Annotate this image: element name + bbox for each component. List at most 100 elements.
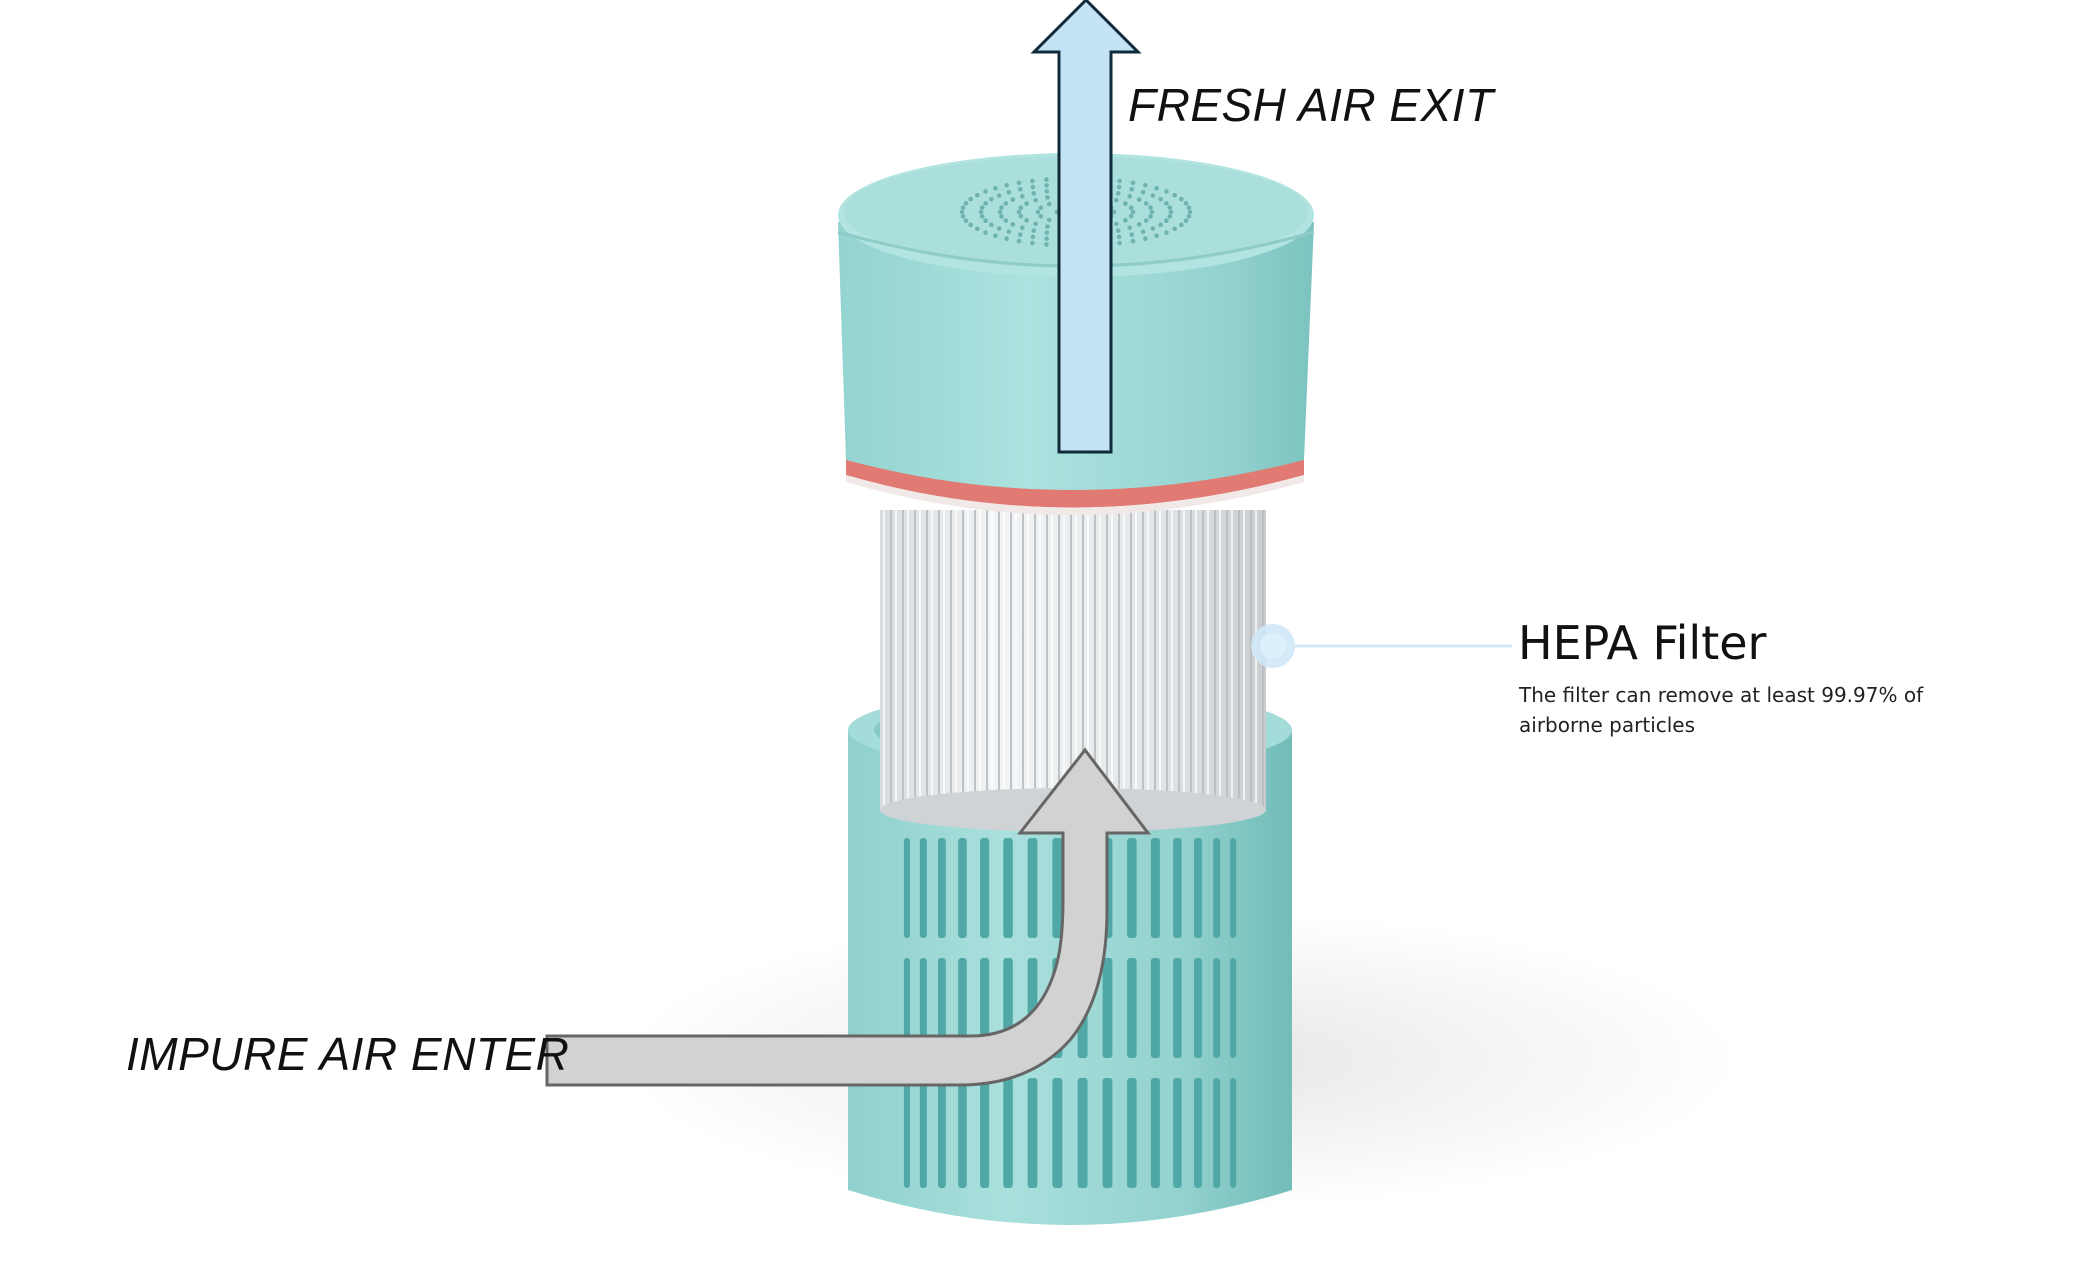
- vent-hole: [999, 205, 1004, 210]
- vent-hole: [1010, 222, 1016, 227]
- vent-hole: [1164, 189, 1169, 194]
- vent-hole: [1158, 197, 1163, 202]
- vent-hole: [1115, 191, 1121, 196]
- vent-hole: [999, 214, 1004, 219]
- vent-hole: [1158, 222, 1163, 227]
- vent-hole: [1046, 217, 1052, 223]
- intake-slot: [1027, 838, 1038, 938]
- intake-slot: [1194, 838, 1202, 938]
- intake-slot: [1194, 958, 1202, 1058]
- vent-hole: [979, 205, 985, 210]
- vent-hole: [1018, 205, 1024, 210]
- intake-slot: [1173, 958, 1182, 1058]
- vent-hole: [1017, 187, 1023, 192]
- intake-slot: [1230, 838, 1237, 938]
- intake-slot: [980, 958, 990, 1058]
- vent-hole: [1186, 214, 1192, 219]
- vent-hole: [1020, 193, 1025, 199]
- vent-hole: [1136, 222, 1142, 227]
- vent-hole: [1111, 209, 1117, 215]
- intake-slot: [1127, 958, 1137, 1058]
- vent-hole: [1116, 234, 1122, 240]
- vent-hole: [983, 201, 988, 206]
- vent-hole: [1183, 201, 1189, 206]
- intake-slot: [1003, 838, 1013, 938]
- intake-slot: [1194, 1078, 1202, 1188]
- intake-slot: [1213, 958, 1221, 1058]
- vent-hole: [1143, 236, 1148, 241]
- intake-slot: [938, 1078, 946, 1188]
- vent-hole: [1150, 193, 1156, 198]
- vent-hole: [963, 201, 969, 206]
- intake-slot: [1213, 1078, 1221, 1188]
- vent-hole: [1172, 226, 1177, 232]
- vent-hole: [1006, 229, 1012, 235]
- vent-hole: [1123, 218, 1128, 223]
- intake-slot: [938, 838, 946, 938]
- intake-slot: [1213, 838, 1221, 938]
- vent-hole: [983, 189, 988, 194]
- vent-hole: [1183, 218, 1189, 223]
- vent-hole: [960, 214, 966, 219]
- vent-hole: [1187, 209, 1193, 215]
- hepa-filter: [880, 510, 1266, 832]
- vent-hole: [1031, 228, 1037, 233]
- vent-hole: [1129, 187, 1135, 192]
- intake-slot: [1077, 1078, 1088, 1188]
- vent-hole: [1128, 205, 1134, 210]
- intake-slot: [980, 838, 990, 938]
- vent-hole: [1114, 197, 1119, 203]
- intake-slot: [903, 1078, 910, 1188]
- vent-hole: [989, 222, 994, 227]
- vent-hole: [1044, 189, 1050, 194]
- vent-hole: [983, 218, 988, 223]
- vent-hole: [1044, 242, 1049, 247]
- vent-hole: [997, 209, 1003, 215]
- intake-slot: [1127, 838, 1137, 938]
- vent-hole: [1130, 238, 1136, 244]
- intake-slot: [1102, 958, 1113, 1058]
- vent-hole: [1127, 225, 1132, 231]
- vent-hole: [1020, 225, 1025, 231]
- vent-hole: [1127, 193, 1132, 199]
- vent-hole: [1167, 205, 1173, 210]
- vent-hole: [1031, 191, 1037, 196]
- intake-slot: [980, 1078, 990, 1188]
- vent-hole: [1140, 229, 1146, 235]
- vent-hole: [1046, 201, 1052, 207]
- intake-slot: [1052, 838, 1063, 938]
- vent-hole: [1130, 180, 1136, 186]
- intake-slot: [903, 958, 910, 1058]
- vent-hole: [996, 193, 1002, 198]
- vent-hole: [968, 222, 973, 228]
- vent-hole: [1030, 240, 1035, 246]
- vent-hole: [1154, 185, 1159, 191]
- intake-slot: [903, 838, 910, 938]
- vent-hole: [979, 214, 985, 219]
- vent-hole: [1003, 201, 1009, 206]
- intake-slot: [1230, 1078, 1237, 1188]
- intake-slot: [1173, 1078, 1182, 1188]
- vent-hole: [1030, 234, 1036, 240]
- vent-hole: [1116, 184, 1122, 190]
- vent-hole: [1016, 180, 1022, 186]
- vent-hole: [1129, 232, 1135, 237]
- vent-hole: [968, 196, 973, 202]
- intake-slot: [958, 838, 967, 938]
- vent-hole: [1030, 184, 1036, 190]
- intake-slot: [919, 958, 927, 1058]
- vent-hole: [1143, 183, 1148, 188]
- vent-hole: [1130, 209, 1136, 215]
- vent-hole: [1024, 201, 1029, 206]
- vent-hole: [1024, 218, 1029, 223]
- vent-hole: [1154, 233, 1159, 239]
- vent-hole: [1148, 205, 1153, 210]
- vent-hole: [1128, 214, 1134, 219]
- vent-hole: [1167, 214, 1173, 219]
- vent-hole: [996, 226, 1002, 231]
- vent-hole: [975, 192, 980, 198]
- vent-hole: [1140, 189, 1146, 195]
- vent-hole: [1143, 201, 1149, 206]
- vent-hole: [1148, 214, 1153, 219]
- intake-slot: [1173, 838, 1182, 938]
